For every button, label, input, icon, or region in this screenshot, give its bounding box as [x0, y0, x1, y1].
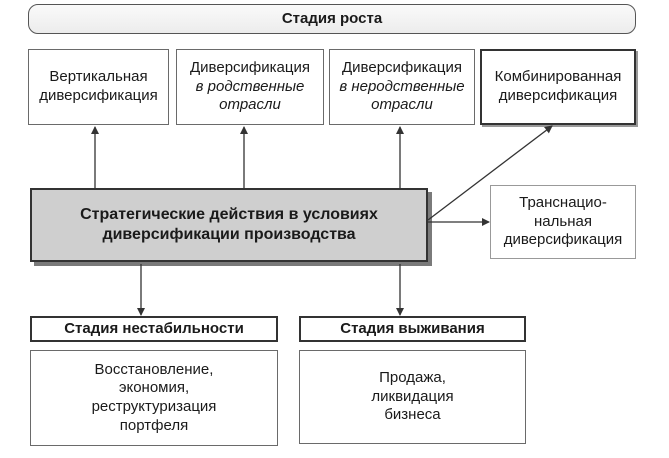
- branch-line: Комбинированная: [494, 68, 622, 86]
- transnational-line: нальная: [534, 212, 592, 230]
- branch-line: Диверсификация: [190, 58, 310, 76]
- unrelated-diversification-box: Диверсификация в неродственные отрасли: [329, 49, 475, 125]
- instability-line: Восстановление,: [94, 360, 214, 378]
- branch-line: диверсификация: [498, 87, 618, 104]
- branch-line: Диверсификация: [342, 58, 462, 76]
- instability-stage-title: Стадия нестабильности: [64, 319, 244, 337]
- instability-line: портфеля: [119, 416, 189, 434]
- survival-line: ликвидация: [371, 387, 454, 405]
- survival-line: Продажа,: [379, 368, 446, 386]
- transnational-diversification-box: Транснацио- нальная диверсификация: [490, 185, 636, 259]
- central-line: Стратегические действия в условиях: [80, 206, 378, 223]
- instability-line: экономия,: [118, 379, 190, 397]
- growth-stage-title: Стадия роста: [281, 9, 383, 27]
- combined-diversification-box: Комбинированная диверсификация: [480, 49, 636, 125]
- branch-line: диверсификация: [39, 87, 158, 104]
- related-diversification-box: Диверсификация в родственные отрасли: [176, 49, 324, 125]
- growth-stage-banner: Стадия роста: [28, 4, 636, 34]
- survival-stage-title-box: Стадия выживания: [299, 316, 526, 342]
- survival-stage-body-box: Продажа, ликвидация бизнеса: [299, 350, 526, 444]
- branch-line: в неродственные: [339, 77, 465, 95]
- survival-stage-title: Стадия выживания: [340, 319, 485, 337]
- vertical-diversification-box: Вертикальная диверсификация: [28, 49, 169, 125]
- transnational-line: диверсификация: [503, 231, 623, 249]
- arrow-to-combined: [427, 125, 553, 221]
- instability-stage-body-box: Восстановление, экономия, реструктуризац…: [30, 350, 278, 446]
- instability-line: реструктуризация: [91, 398, 217, 415]
- branch-line: Вертикальная: [49, 68, 148, 86]
- branch-line: отрасли: [219, 96, 281, 114]
- branch-line: отрасли: [371, 96, 433, 114]
- instability-stage-title-box: Стадия нестабильности: [30, 316, 278, 342]
- transnational-line: Транснацио-: [519, 193, 607, 211]
- survival-line: бизнеса: [384, 406, 441, 424]
- branch-line: в родственные: [195, 77, 305, 95]
- central-strategy-box: Стратегические действия в условиях дивер…: [30, 188, 428, 262]
- central-line: диверсификации производства: [102, 226, 356, 243]
